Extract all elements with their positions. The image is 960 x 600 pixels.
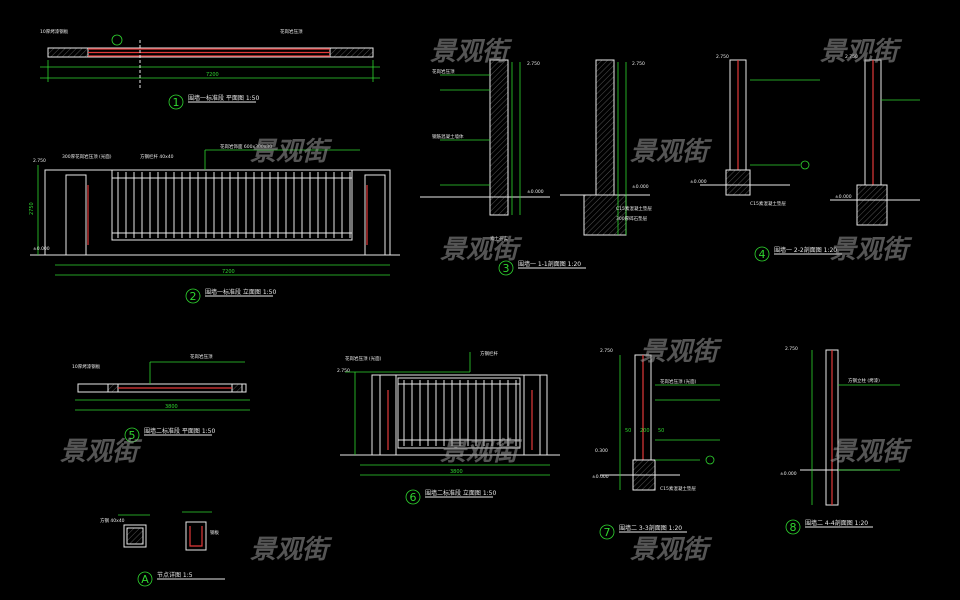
detail-number: 8 — [790, 521, 797, 534]
watermark-text: 景观街 — [250, 535, 333, 565]
detail-2-elevation: 7200 2750 2.750 ±0.000 300厚花岗岩压顶 (光面) 方钢… — [29, 143, 400, 276]
svg-text:300厚花岗岩压顶 (光面): 300厚花岗岩压顶 (光面) — [62, 153, 112, 160]
detail-1-plan: 7200 10厚烤漆钢板 花岗岩压顶 — [40, 28, 380, 90]
watermark-text: 景观街 — [440, 235, 523, 265]
sec7-top-level: 2.750 — [600, 348, 613, 354]
detail-number: 2 — [190, 290, 197, 303]
watermark-text: 景观街 — [820, 37, 903, 67]
sec7-w3: 50 — [658, 428, 664, 434]
detail-caption: 围墙二标准段 立面图 1:50 — [425, 489, 496, 497]
svg-text:花岗岩压顶: 花岗岩压顶 — [190, 353, 213, 360]
svg-text:花岗岩压顶: 花岗岩压顶 — [280, 28, 303, 35]
detail-a-node: 方钢 40x40 钢板 — [100, 511, 219, 551]
svg-text:方钢 40x40: 方钢 40x40 — [100, 517, 125, 524]
sec7-w1: 50 — [625, 428, 631, 434]
svg-text:C15素混凝土垫层: C15素混凝土垫层 — [616, 205, 652, 212]
detail-caption: 围墙二 3-3剖面图 1:20 — [619, 524, 682, 532]
svg-text:方钢立柱 (烤漆): 方钢立柱 (烤漆) — [848, 377, 880, 384]
detail-number: 5 — [129, 429, 136, 442]
detail-number-circle — [498, 260, 514, 276]
svg-text:C15素混凝土垫层: C15素混凝土垫层 — [750, 200, 786, 207]
detail-number: 6 — [410, 491, 417, 504]
sec3b-top-level: 2.750 — [632, 61, 645, 67]
detail-8-section: 2.750 ±0.000 方钢立柱 (烤漆) — [780, 346, 900, 506]
detail-caption: 围墙一标准段 立面图 1:50 — [205, 288, 276, 296]
sec7-w2: 200 — [640, 428, 650, 434]
sec4-ground-level: ±0.000 — [690, 179, 707, 185]
detail-number-circle — [124, 427, 140, 443]
sec3-top-level: 2.750 — [527, 61, 540, 67]
elev6-total-dim: 3800 — [450, 469, 463, 475]
elev2-top-level: 2.750 — [33, 158, 46, 164]
detail-number-circle — [185, 288, 201, 304]
watermark-text: 景观街 — [430, 37, 513, 67]
sec4b-ground-level: ±0.000 — [835, 194, 852, 200]
watermark-text: 景观街 — [830, 437, 913, 467]
detail-number-circle — [405, 489, 421, 505]
svg-text:300厚碎石垫层: 300厚碎石垫层 — [616, 215, 648, 222]
svg-text:方钢栏杆 40x40: 方钢栏杆 40x40 — [140, 153, 174, 160]
detail-caption: 围墙二标准段 平面图 1:50 — [144, 427, 215, 435]
detail-number: 4 — [759, 248, 766, 261]
elev2-height-dim: 2750 — [29, 202, 35, 215]
watermark-text: 景观街 — [640, 337, 723, 367]
watermark-text: 景观街 — [830, 235, 913, 265]
detail-4-section: 2.750 ±0.000 C15素混凝土垫层 2.750 ±0.000 — [690, 54, 920, 226]
detail-6-elevation: 3800 花岗岩压顶 (光面) 方钢栏杆 2.750 — [337, 350, 560, 476]
sec8-ground-level: ±0.000 — [780, 471, 797, 477]
svg-text:方钢栏杆: 方钢栏杆 — [480, 350, 498, 357]
sec8-top-level: 2.750 — [785, 346, 798, 352]
detail-number-circle — [785, 519, 801, 535]
elev6-top-level: 2.750 — [337, 368, 350, 374]
detail-caption: 围墙一 1-1剖面图 1:20 — [518, 260, 581, 268]
svg-text:花岗岩压顶 (光面): 花岗岩压顶 (光面) — [345, 355, 382, 362]
detail-number-circle — [137, 571, 153, 587]
detail-number: 1 — [173, 96, 180, 109]
elev2-total-dim: 7200 — [222, 269, 235, 275]
detail-number: A — [141, 573, 149, 586]
svg-text:钢板: 钢板 — [210, 529, 219, 536]
sec7-mid-level: 0.300 — [595, 448, 608, 454]
watermark-text: 景观街 — [60, 437, 143, 467]
watermark-text: 景观街 — [630, 137, 713, 167]
detail-caption: 围墙一标准段 平面图 1:50 — [188, 94, 259, 102]
sec7-ground-level: ±0.000 — [592, 474, 609, 480]
plan1-total-dim: 7200 — [206, 72, 219, 78]
watermark-text: 景观街 — [630, 535, 713, 565]
detail-7-section: 50 200 50 2.750 0.300 ±0.000 花岗岩压顶 (光面) … — [592, 348, 720, 492]
detail-5-plan: 3800 10厚烤漆钢板 花岗岩压顶 — [72, 353, 250, 411]
svg-text:花岗岩压顶 (光面): 花岗岩压顶 (光面) — [660, 378, 697, 385]
sec3-ground-level: ±0.000 — [527, 189, 544, 195]
svg-text:10厚烤漆钢板: 10厚烤漆钢板 — [72, 363, 101, 370]
detail-caption: 围墙二 4-4剖面图 1:20 — [805, 519, 868, 527]
svg-text:钢筋混凝土墙体: 钢筋混凝土墙体 — [432, 133, 464, 140]
elev2-ground-level: ±0.000 — [33, 246, 50, 252]
detail-number-circle — [754, 246, 770, 262]
detail-3-section: 花岗岩压顶 钢筋混凝土墙体 素土夯实 2.750 ±0.000 2.750 ±0… — [420, 59, 652, 242]
detail-number-circle — [599, 524, 615, 540]
plan5-total-dim: 3800 — [165, 404, 178, 410]
svg-text:10厚烤漆钢板: 10厚烤漆钢板 — [40, 28, 69, 35]
watermark-text: 景观街 — [250, 137, 333, 167]
svg-text:花岗岩饰面 600x300x30: 花岗岩饰面 600x300x30 — [220, 143, 272, 150]
svg-text:C15素混凝土垫层: C15素混凝土垫层 — [660, 485, 696, 492]
detail-number: 7 — [604, 526, 611, 539]
svg-text:素土夯实: 素土夯实 — [490, 235, 508, 242]
detail-caption: 节点详图 1:5 — [157, 571, 193, 579]
sec4-top-level: 2.750 — [716, 54, 729, 60]
detail-number-circle — [168, 94, 184, 110]
svg-text:花岗岩压顶: 花岗岩压顶 — [432, 68, 455, 75]
watermark-layer: 景观街景观街景观街景观街景观街景观街景观街景观街景观街景观街景观街景观街 — [60, 37, 913, 565]
sec3b-ground-level: ±0.000 — [632, 184, 649, 190]
detail-number: 3 — [503, 262, 510, 275]
sec4b-top-level: 2.750 — [845, 54, 858, 60]
detail-caption: 围墙一 2-2剖面图 1:20 — [774, 246, 837, 254]
watermark-text: 景观街 — [440, 437, 523, 467]
